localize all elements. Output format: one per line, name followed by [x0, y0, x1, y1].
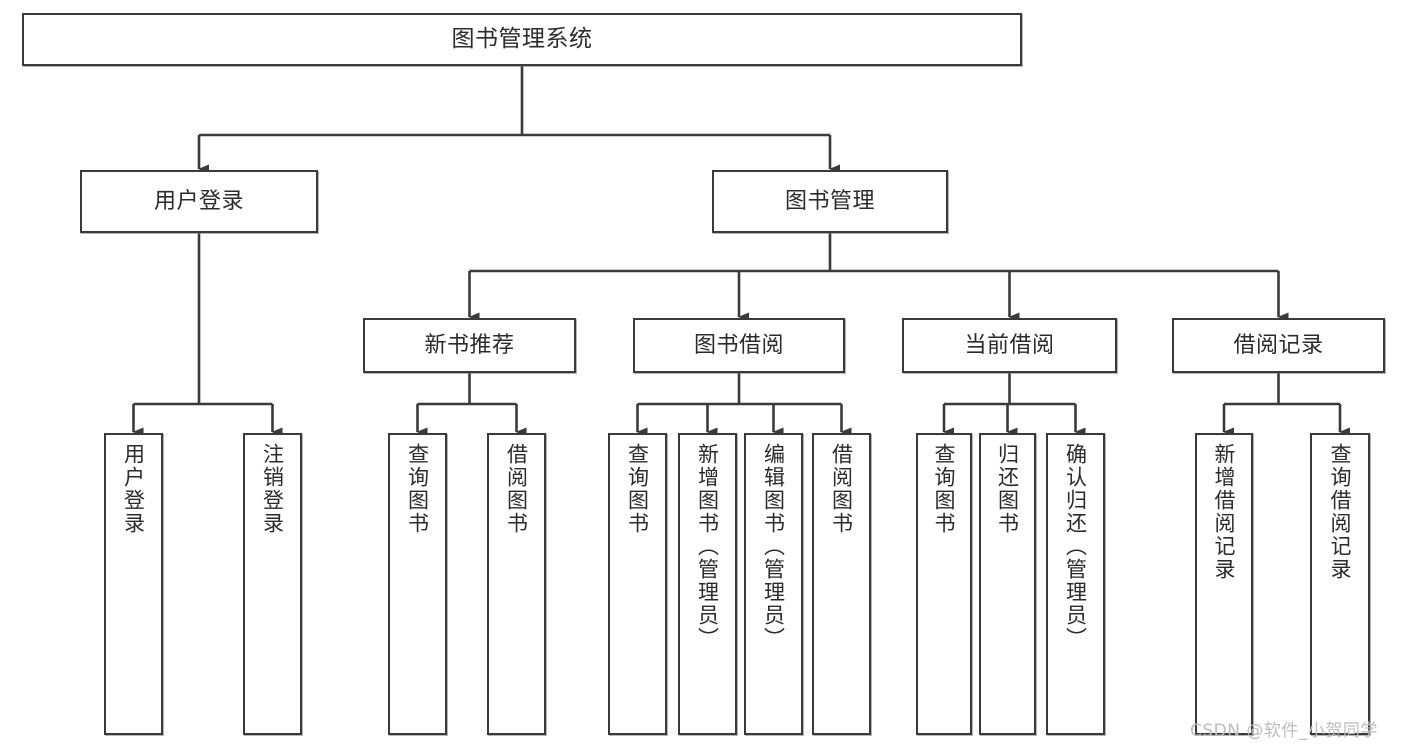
node-leaf-user-login[interactable]: 用户登录	[104, 433, 163, 735]
node-label-leaf-cb-query: 查询图书	[932, 443, 957, 535]
node-leaf-bb-add[interactable]: 新增图书（管理员）	[678, 433, 737, 735]
node-leaf-user-logout[interactable]: 注销登录	[243, 433, 302, 735]
node-label-user-login: 用户登录	[153, 188, 244, 214]
node-leaf-rec-query[interactable]: 查询图书	[388, 433, 447, 735]
node-leaf-br-query[interactable]: 查询借阅记录	[1310, 433, 1370, 735]
node-label-book-borrow: 图书借阅	[693, 332, 784, 358]
node-label-leaf-user-login: 用户登录	[121, 443, 146, 535]
node-leaf-cb-return[interactable]: 归还图书	[979, 433, 1036, 735]
node-label-borrow-record: 借阅记录	[1233, 332, 1324, 358]
node-label-leaf-br-query: 查询借阅记录	[1328, 443, 1353, 581]
node-leaf-bb-edit[interactable]: 编辑图书（管理员）	[744, 433, 803, 735]
node-leaf-bb-borrow[interactable]: 借阅图书	[812, 433, 871, 735]
node-leaf-br-add[interactable]: 新增借阅记录	[1195, 433, 1253, 735]
node-label-new-book-rec: 新书推荐	[424, 332, 515, 358]
node-label-leaf-rec-borrow: 借阅图书	[504, 443, 529, 535]
node-label-leaf-br-add: 新增借阅记录	[1212, 443, 1237, 581]
node-label-current-borrow: 当前借阅	[964, 332, 1055, 358]
node-current-borrow[interactable]: 当前借阅	[902, 318, 1117, 373]
node-leaf-cb-confirm[interactable]: 确认归还（管理员）	[1046, 433, 1105, 735]
node-label-leaf-bb-edit: 编辑图书（管理员）	[761, 443, 786, 650]
node-root[interactable]: 图书管理系统	[22, 13, 1022, 66]
node-leaf-bb-query[interactable]: 查询图书	[608, 433, 667, 735]
node-borrow-record[interactable]: 借阅记录	[1172, 318, 1385, 373]
node-user-login[interactable]: 用户登录	[80, 170, 318, 233]
node-label-leaf-bb-borrow: 借阅图书	[829, 443, 854, 535]
node-book-borrow[interactable]: 图书借阅	[633, 318, 845, 373]
node-label-leaf-bb-query: 查询图书	[625, 443, 650, 535]
node-label-leaf-bb-add: 新增图书（管理员）	[695, 443, 720, 650]
edge-group	[132, 66, 1350, 437]
node-label-book-manage: 图书管理	[784, 188, 875, 214]
node-book-manage[interactable]: 图书管理	[712, 170, 948, 233]
node-label-root: 图书管理系统	[451, 25, 593, 52]
node-leaf-rec-borrow[interactable]: 借阅图书	[487, 433, 546, 735]
node-new-book-rec[interactable]: 新书推荐	[363, 318, 576, 373]
node-label-leaf-user-logout: 注销登录	[260, 443, 285, 535]
watermark-text: CSDN @软件_小贺同学	[1190, 721, 1378, 741]
node-label-leaf-rec-query: 查询图书	[405, 443, 430, 535]
node-label-leaf-cb-confirm: 确认归还（管理员）	[1063, 443, 1088, 650]
node-leaf-cb-query[interactable]: 查询图书	[916, 433, 972, 735]
node-label-leaf-cb-return: 归还图书	[995, 443, 1020, 535]
